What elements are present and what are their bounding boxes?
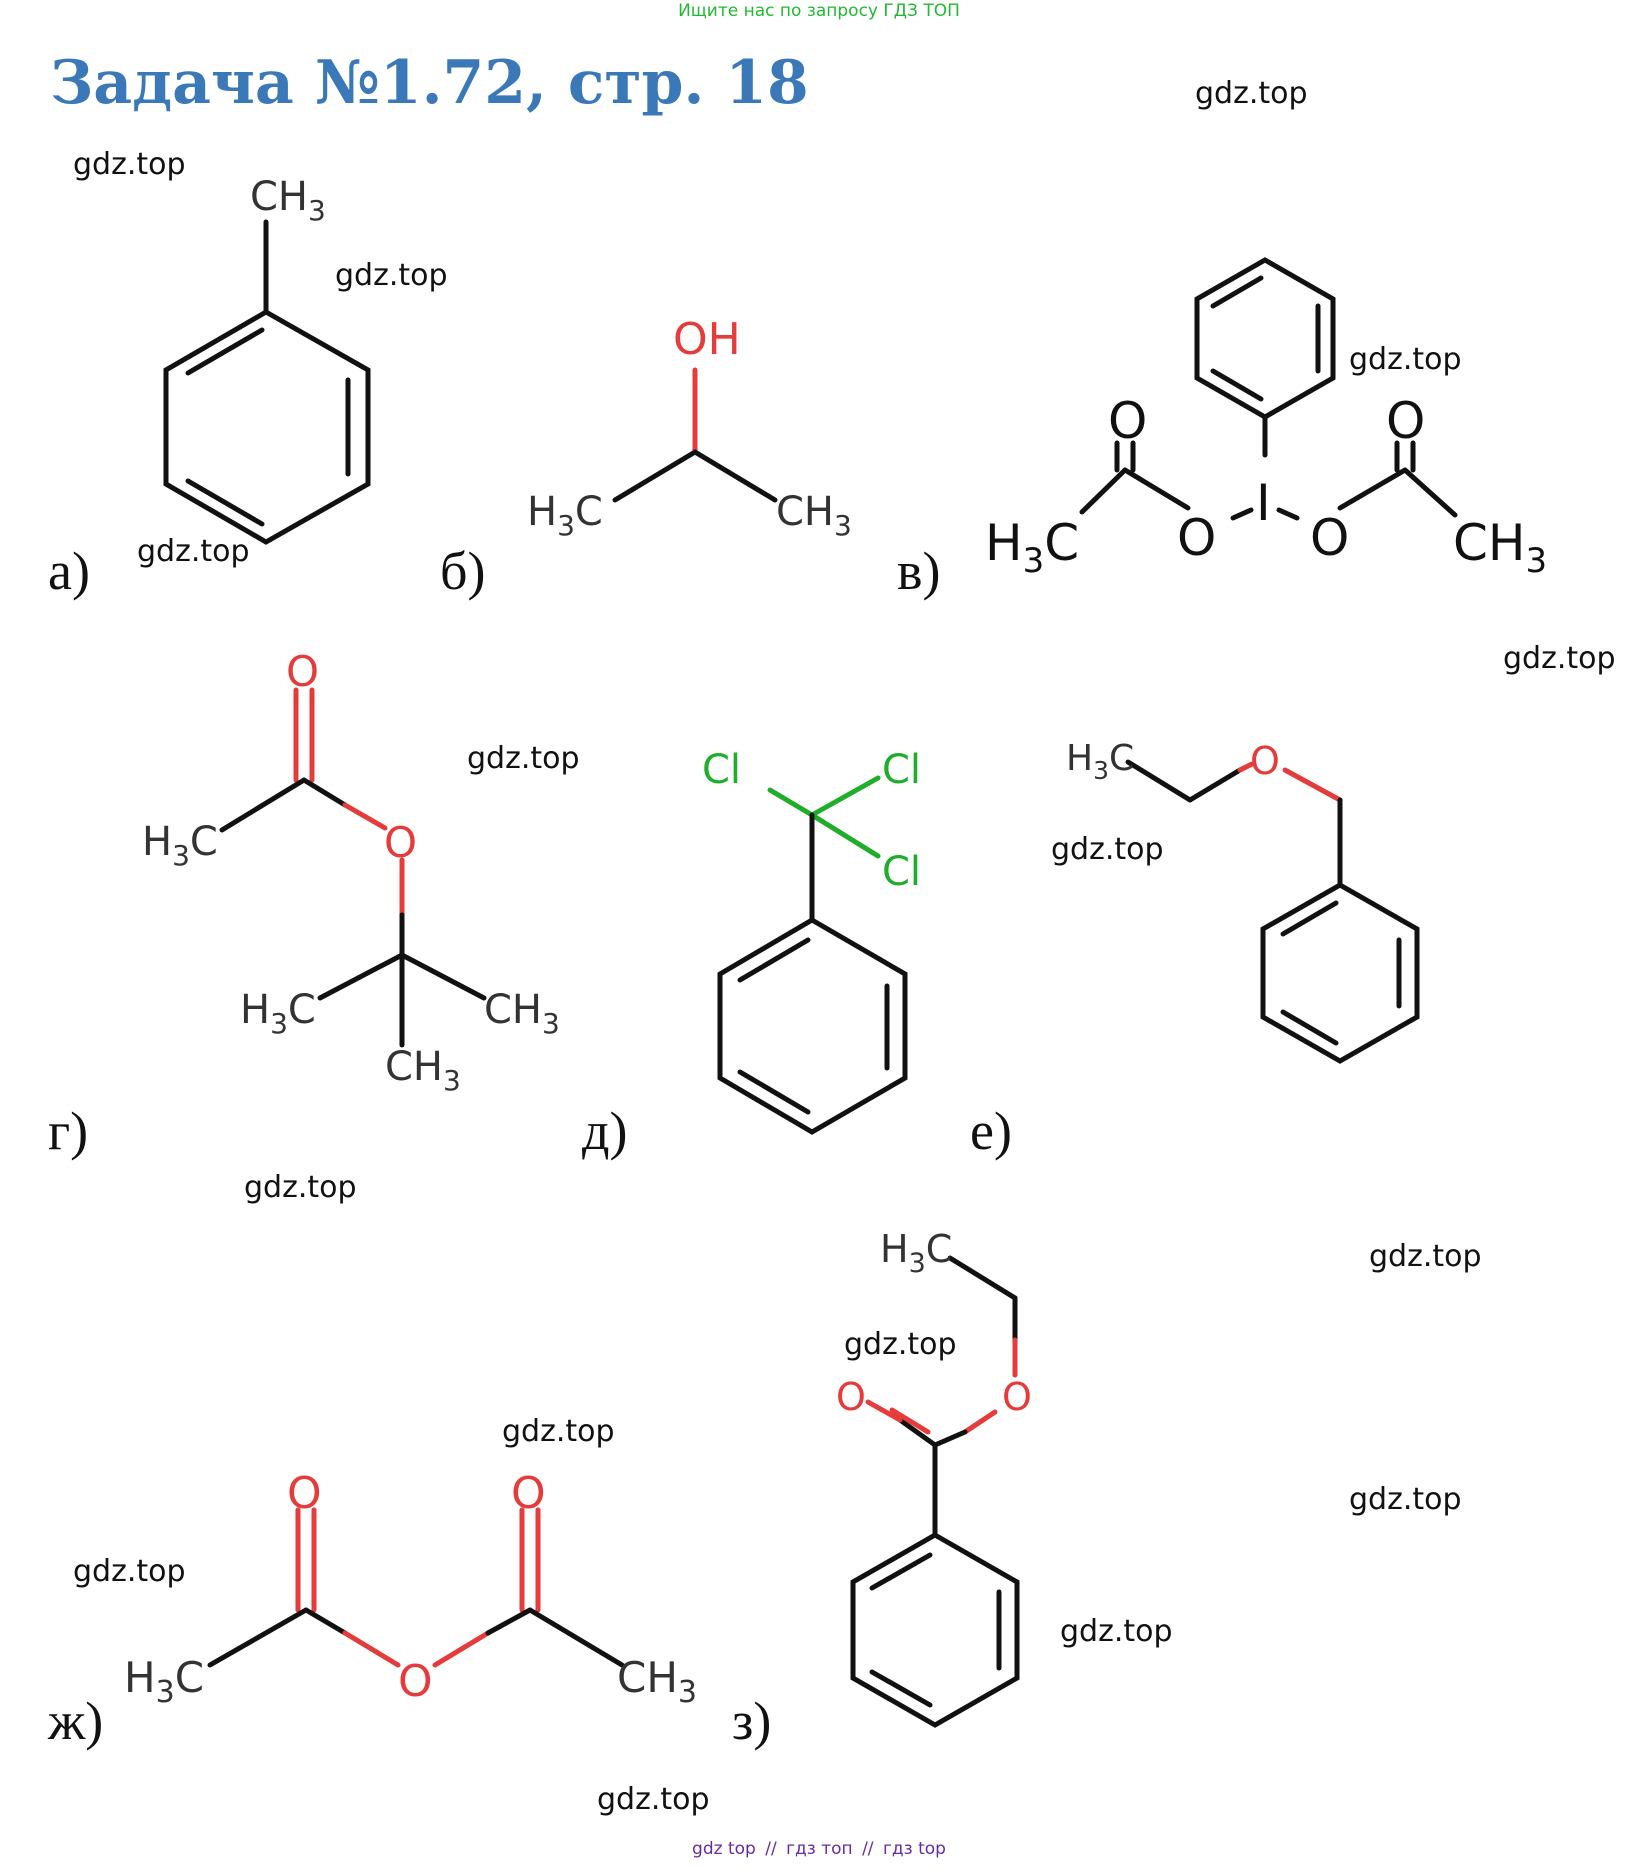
h3c-group: H3C bbox=[124, 1653, 204, 1710]
oxygen-atom: O bbox=[286, 647, 319, 696]
watermark: gdz.top bbox=[502, 1414, 615, 1449]
molecule-ethyl-benzoate bbox=[850, 1255, 1020, 1728]
watermark: gdz.top bbox=[137, 534, 250, 569]
footer-separator: // bbox=[862, 1839, 874, 1859]
oxygen-atom: O bbox=[1310, 509, 1349, 567]
chlorine-atom: Cl bbox=[882, 747, 921, 793]
ch3-group: CH3 bbox=[250, 174, 326, 227]
oxygen-atom: O bbox=[1177, 509, 1216, 567]
oh-group: OH bbox=[673, 314, 741, 365]
oxygen-atom: O bbox=[1002, 1375, 1032, 1419]
oxygen-atom: O bbox=[836, 1375, 866, 1419]
h3c-group: H3C bbox=[142, 819, 218, 872]
oxygen-atom: O bbox=[1108, 392, 1147, 450]
molecule-tert-butyl-acetate bbox=[219, 687, 487, 1048]
chlorine-atom: Cl bbox=[702, 747, 741, 793]
label-e: е) bbox=[970, 1101, 1012, 1161]
watermark: gdz.top bbox=[1195, 76, 1308, 111]
molecule-iodobenzene-diacetate bbox=[1079, 257, 1458, 521]
footer-link[interactable]: гдз top bbox=[882, 1839, 946, 1859]
top-banner[interactable]: Ищите нас по запросу ГДЗ ТОП bbox=[678, 1, 960, 21]
watermark: gdz.top bbox=[597, 1782, 710, 1817]
watermark: gdz.top bbox=[73, 1554, 186, 1589]
molecule-isopropanol bbox=[612, 367, 778, 503]
h3c-group: H3C bbox=[1066, 738, 1134, 785]
label-z: з) bbox=[732, 1691, 772, 1751]
page-title: Задача №1.72, стр. 18 bbox=[50, 48, 809, 118]
ch3-group: CH3 bbox=[617, 1653, 697, 1710]
watermark: gdz.top bbox=[1060, 1614, 1173, 1649]
watermark: gdz.top bbox=[244, 1170, 357, 1205]
watermark: gdz.top bbox=[1349, 342, 1462, 377]
watermark: gdz.top bbox=[467, 741, 580, 776]
oxygen-atom: O bbox=[398, 1656, 433, 1707]
ch3-group: CH3 bbox=[776, 489, 852, 542]
ch3-group: CH3 bbox=[1453, 514, 1547, 581]
h3c-group: H3C bbox=[527, 489, 603, 542]
h3c-group: H3C bbox=[240, 987, 316, 1040]
watermark: gdz.top bbox=[73, 147, 186, 182]
chlorine-atom: Cl bbox=[882, 849, 921, 895]
h3c-group: H3C bbox=[880, 1227, 952, 1279]
oxygen-atom: O bbox=[384, 818, 417, 867]
iodine-atom: I bbox=[1256, 474, 1271, 532]
footer-link[interactable]: gdz top bbox=[692, 1839, 756, 1859]
molecule-acetic-anhydride bbox=[207, 1507, 625, 1668]
oxygen-atom: O bbox=[1250, 739, 1280, 783]
label-d: д) bbox=[582, 1101, 628, 1161]
oxygen-atom: O bbox=[1386, 392, 1425, 450]
footer-separator: // bbox=[765, 1839, 777, 1859]
footer-links: gdz top // гдз топ // гдз top bbox=[0, 1839, 1638, 1859]
watermark: gdz.top bbox=[1369, 1239, 1482, 1274]
ch3-group: CH3 bbox=[385, 1044, 461, 1097]
molecule-toluene bbox=[163, 219, 371, 545]
label-zh: ж) bbox=[48, 1691, 104, 1751]
ch3-group: CH3 bbox=[484, 987, 560, 1040]
label-v: в) bbox=[897, 541, 941, 601]
label-g: г) bbox=[48, 1101, 89, 1161]
watermark: gdz.top bbox=[1349, 1482, 1462, 1517]
oxygen-atom: O bbox=[511, 1468, 546, 1519]
oxygen-atom: O bbox=[287, 1468, 322, 1519]
watermark: gdz.top bbox=[1503, 641, 1616, 676]
watermark: gdz.top bbox=[844, 1327, 957, 1362]
watermark: gdz.top bbox=[335, 258, 448, 293]
watermark: gdz.top bbox=[1051, 832, 1164, 867]
footer-link[interactable]: гдз топ bbox=[786, 1839, 853, 1859]
label-a: а) bbox=[48, 541, 90, 601]
h3c-group: H3C bbox=[985, 514, 1079, 581]
label-b: б) bbox=[440, 541, 486, 601]
molecule-benzyl-ethyl-ether bbox=[1125, 759, 1420, 1064]
molecule-benzotrichloride bbox=[717, 775, 908, 1135]
